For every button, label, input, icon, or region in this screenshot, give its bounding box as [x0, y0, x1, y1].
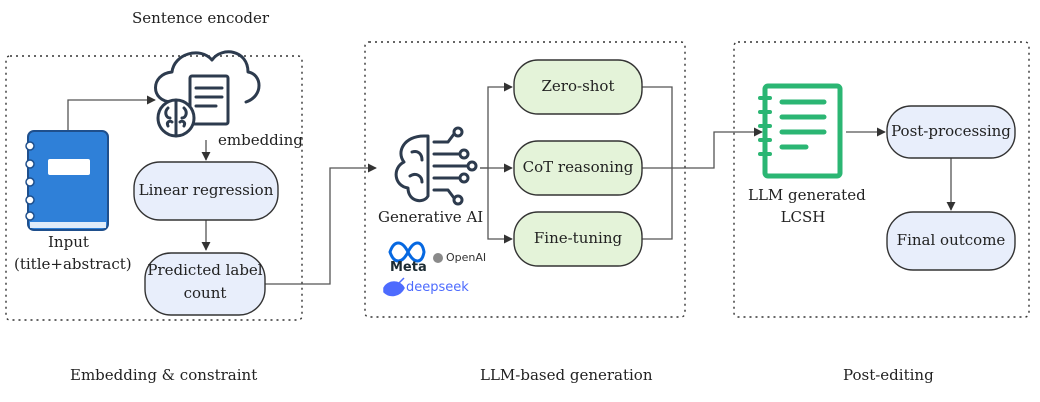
- arrow-input-to-encoder: [67, 95, 156, 130]
- generative-ai-label: Generative AI: [378, 208, 484, 226]
- arrow-genai-to-zeroshot: [480, 82, 513, 169]
- node-final-outcome: [886, 211, 1016, 271]
- node-zero-shot: [513, 59, 643, 115]
- stage-embedding-frame: [5, 55, 303, 321]
- llm-generated-label-line2: LCSH: [780, 208, 826, 226]
- arrow-genai-to-finetune: [487, 168, 513, 244]
- stage-embedding-caption: Embedding & constraint: [70, 366, 258, 384]
- arrow-methods-to-llm-output: [642, 127, 763, 169]
- input-label: Input: [48, 233, 89, 251]
- input-sublabel: (title+abstract): [14, 255, 132, 273]
- post-processing-label: Post-processing: [891, 122, 1011, 140]
- final-outcome-label: Final outcome: [896, 231, 1006, 249]
- book-icon: [25, 130, 109, 231]
- cloud-brain-icon: [154, 50, 261, 138]
- brain-circuit-icon: [394, 126, 478, 206]
- meta-brand-label: Meta: [390, 260, 427, 275]
- stage-post-frame: [733, 41, 1030, 318]
- openai-brand-label: OpenAI: [446, 251, 487, 264]
- stage-post-caption: Post-editing: [843, 366, 934, 384]
- node-fine-tuning: [513, 211, 643, 267]
- predicted-count-label-line2: count: [183, 284, 227, 302]
- embedding-label: embedding: [218, 131, 303, 149]
- connector-finetune-merge: [642, 168, 673, 240]
- node-linear-regression: [133, 161, 279, 221]
- connector-zeroshot-merge: [642, 86, 673, 168]
- llm-generated-label-line1: LLM generated: [748, 186, 866, 204]
- stage-encoder-title: Sentence encoder: [132, 9, 270, 27]
- stage-generation-caption: LLM-based generation: [480, 366, 653, 384]
- stage-generation-frame: [364, 41, 686, 318]
- node-predicted-label-count: [144, 252, 266, 316]
- predicted-count-label-line1: Predicted label: [147, 261, 263, 279]
- document-icon: [758, 83, 843, 179]
- openai-logo-icon: [433, 253, 443, 263]
- deepseek-logo-icon: [383, 277, 405, 297]
- meta-logo-icon: [388, 241, 426, 263]
- arrow-predicted-to-genai: [264, 163, 377, 285]
- node-cot-reasoning: [513, 140, 643, 196]
- node-post-processing: [886, 105, 1016, 159]
- deepseek-brand-label: deepseek: [406, 280, 469, 295]
- fine-tuning-label: Fine-tuning: [533, 229, 623, 247]
- zero-shot-label: Zero-shot: [541, 77, 615, 95]
- cot-reasoning-label: CoT reasoning: [522, 158, 634, 176]
- linear-regression-label: Linear regression: [138, 181, 274, 199]
